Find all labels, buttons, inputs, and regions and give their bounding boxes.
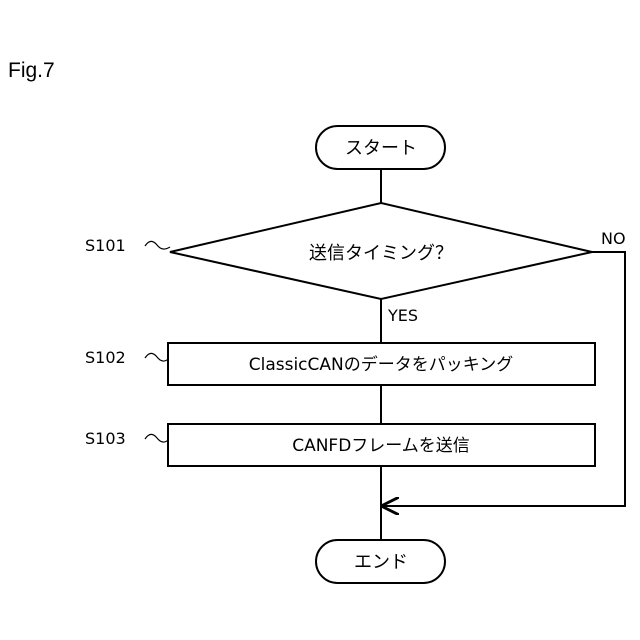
step-label-s102: S102: [85, 348, 126, 367]
branch-yes-label: YES: [387, 306, 418, 325]
step-leader-s103: [145, 434, 168, 442]
step-label-s101: S101: [85, 236, 126, 255]
process-box-send-label: CANFDフレームを送信: [292, 436, 470, 456]
step-leader-s102: [145, 353, 168, 361]
process-box-packing-label: ClassicCANのデータをパッキング: [249, 354, 514, 375]
figure-label: Fig.7: [8, 59, 55, 82]
step-label-s103: S103: [85, 429, 126, 448]
decision-label: 送信タイミング？: [309, 243, 453, 264]
start-terminal-label: スタート: [345, 138, 417, 159]
branch-no-label: NO: [601, 229, 626, 248]
end-terminal-label: エンド: [354, 552, 408, 573]
step-leader-s101: [145, 241, 170, 249]
